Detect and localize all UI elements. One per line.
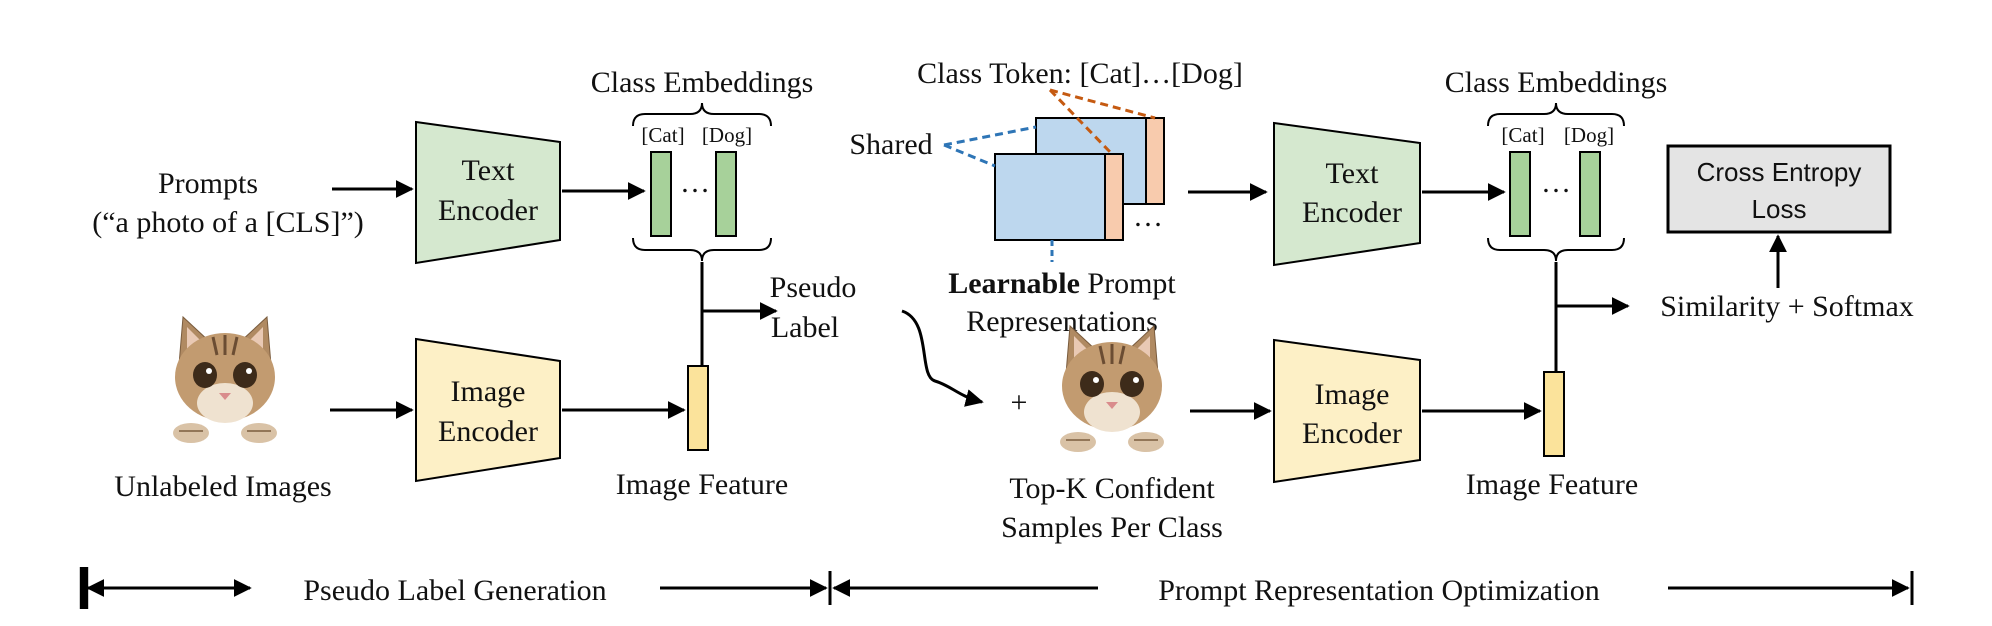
pseudo-label-line2: Label [771,311,839,344]
text-encoder-2 [1273,121,1421,267]
image-encoder-1 [415,337,561,483]
cat-tag-2: [Cat] [1501,123,1544,147]
dog-tag-2: [Dog] [1564,123,1614,147]
class-embeddings-2-label: Class Embeddings [1445,66,1668,99]
image-feature-bar-1 [687,365,709,451]
image-feature-bar-2 [1543,371,1565,457]
stage-prompt-representation-optimization: Prompt Representation Optimization [1158,574,1600,607]
stage-pseudo-label-generation: Pseudo Label Generation [303,574,606,607]
class-embeddings-1-label: Class Embeddings [591,66,814,99]
pseudo-label-curve-arrow [901,309,984,407]
class-embeddings-1-bottom-brace [632,237,772,262]
image-encoder-2-line1: Image [1315,378,1390,411]
text-encoder-1 [415,120,561,265]
class-embeddings-1-brace [632,102,772,127]
text-encoder-1-line1: Text [462,154,516,187]
pseudo-label-line1: Pseudo [770,271,857,304]
shared-label: Shared [849,128,932,161]
loss-line1: Cross Entropy [1697,157,1862,187]
cat-photo-icon [171,315,279,445]
unlabeled-images-label: Unlabeled Images [114,470,331,503]
loss-line2: Loss [1752,194,1807,224]
cat-photo-icon [1058,324,1166,454]
image-feature-2-label: Image Feature [1466,468,1638,501]
learnable-bold: Learnable [948,267,1080,300]
plus-sign: + [1011,386,1028,419]
dog-tag-1: [Dog] [702,123,752,147]
text-encoder-2-line2: Encoder [1302,196,1402,229]
embedding-bar-dog-1 [715,151,737,237]
cat-tag-1: [Cat] [641,123,684,147]
embedding-bar-cat-1 [650,151,672,237]
similarity-softmax-label: Similarity + Softmax [1660,290,1914,323]
embedding-ellipsis-2: … [1541,166,1571,199]
image-encoder-2-line2: Encoder [1302,417,1402,450]
image-encoder-1-line1: Image [451,375,526,408]
shared-dash-2 [943,143,996,168]
class-token-back [1145,117,1165,205]
prompt-card-front [994,153,1106,241]
class-embeddings-2-brace [1487,102,1625,127]
class-token-dash-2 [1048,88,1114,156]
text-encoder-1-line2: Encoder [438,194,538,227]
topk-line1: Top-K Confident [1009,472,1215,505]
embedding-ellipsis-1: … [680,166,710,199]
image-feature-1-label: Image Feature [616,468,788,501]
prompt-card-ellipsis: … [1133,200,1163,233]
shared-dash-1 [943,125,1037,147]
embedding-bar-dog-2 [1579,151,1601,237]
learnable-label: Learnable Prompt [948,267,1176,300]
class-token-label: Class Token: [Cat]…[Dog] [917,57,1243,90]
embedding-bar-cat-2 [1509,151,1531,237]
learnable-rest: Prompt [1080,267,1177,300]
class-token-dash-1 [1049,88,1156,120]
image-encoder-1-line2: Encoder [438,415,538,448]
prompts-example: (“a photo of a [CLS]”) [92,206,364,239]
cross-entropy-loss-box [1666,144,1892,234]
prompts-label: Prompts [158,167,258,200]
representations-label: Representations [966,305,1158,338]
class-embeddings-2-bottom-brace [1487,237,1625,262]
topk-line2: Samples Per Class [1001,511,1223,544]
image-encoder-2 [1273,338,1421,484]
text-encoder-2-line1: Text [1326,157,1380,190]
class-token-front [1104,153,1124,241]
